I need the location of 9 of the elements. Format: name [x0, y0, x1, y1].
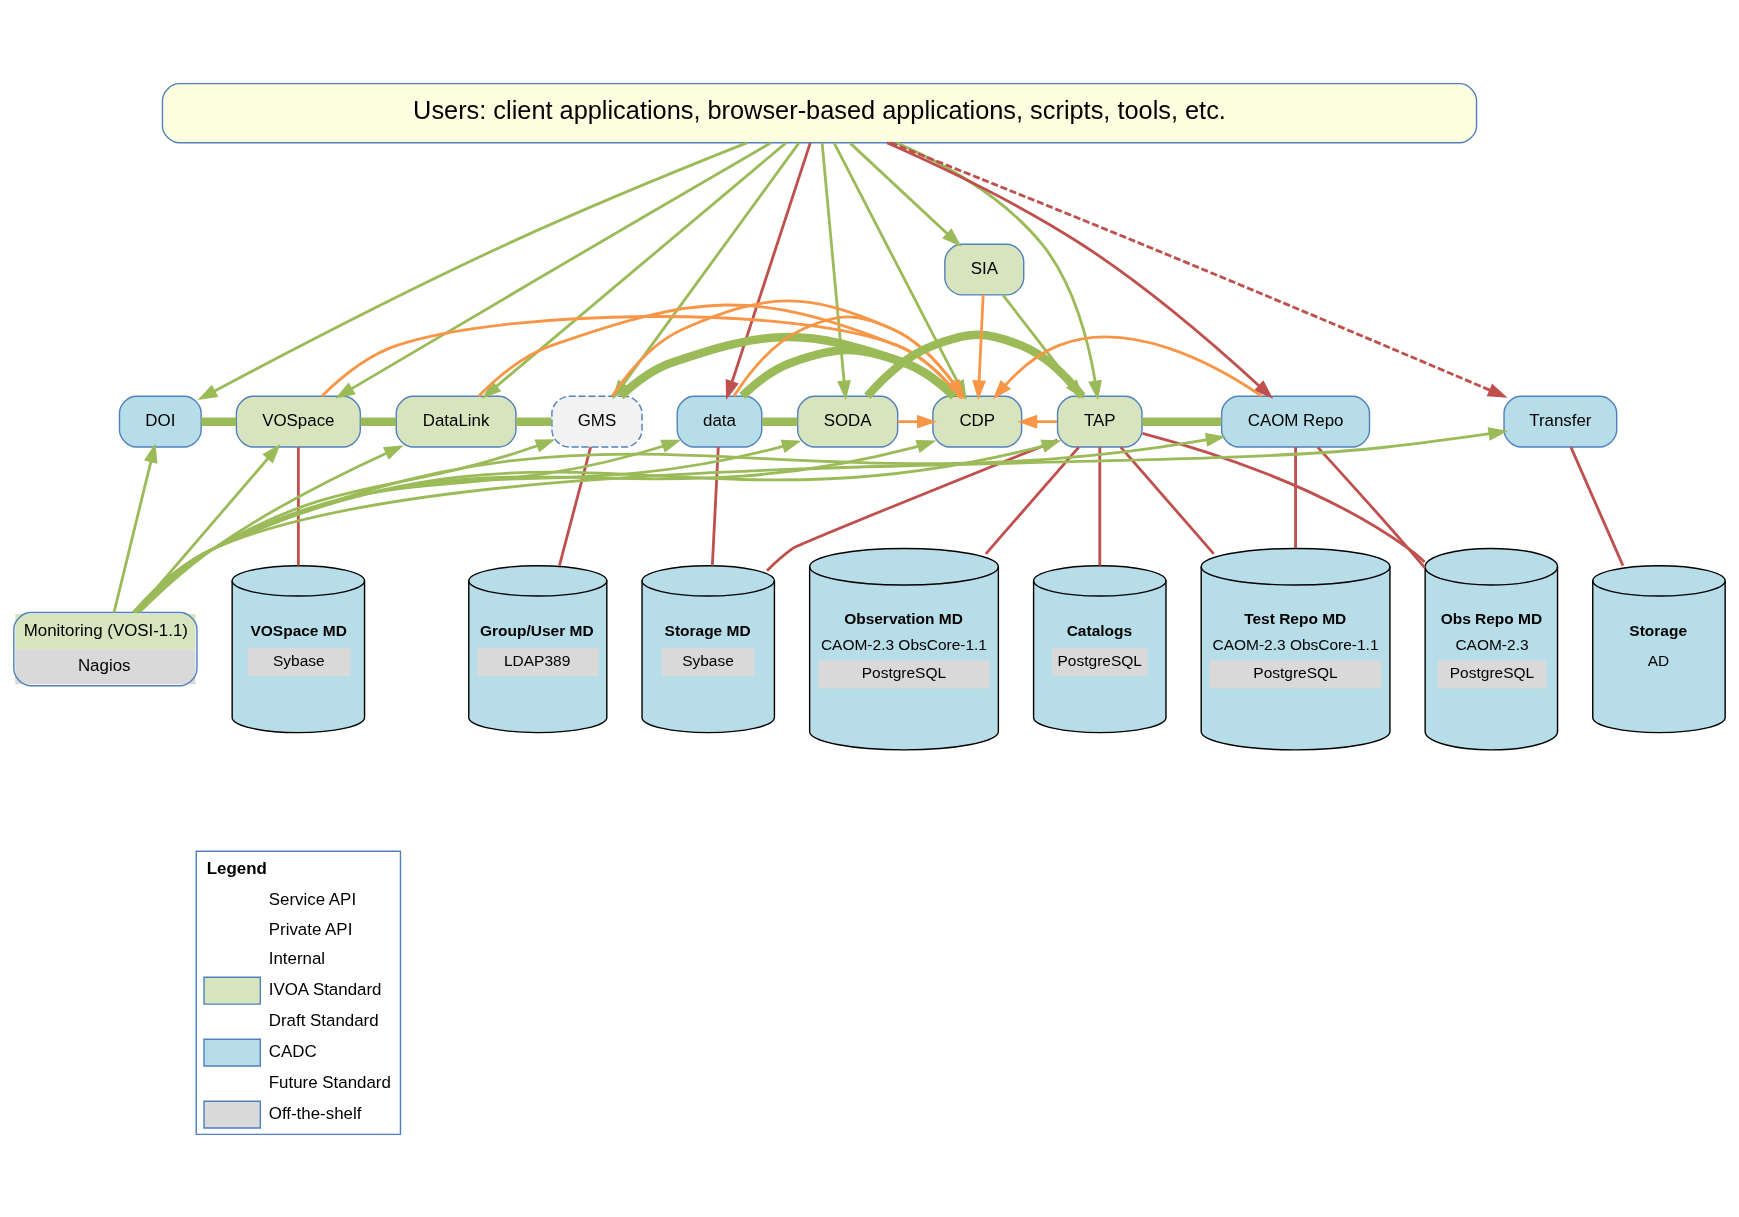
legend-label: Private API [268, 919, 353, 938]
legend-label: CADC [268, 1041, 317, 1061]
legend-label: Off-the-shelf [268, 1103, 362, 1123]
legend-label: Future Standard [268, 1072, 391, 1092]
legend-label: Service API [268, 889, 357, 909]
legend-label: Internal [268, 948, 326, 968]
label: Legend [206, 858, 267, 878]
legend-label: IVOA Standard [268, 979, 382, 999]
legend-label: Draft Standard [268, 1010, 379, 1030]
